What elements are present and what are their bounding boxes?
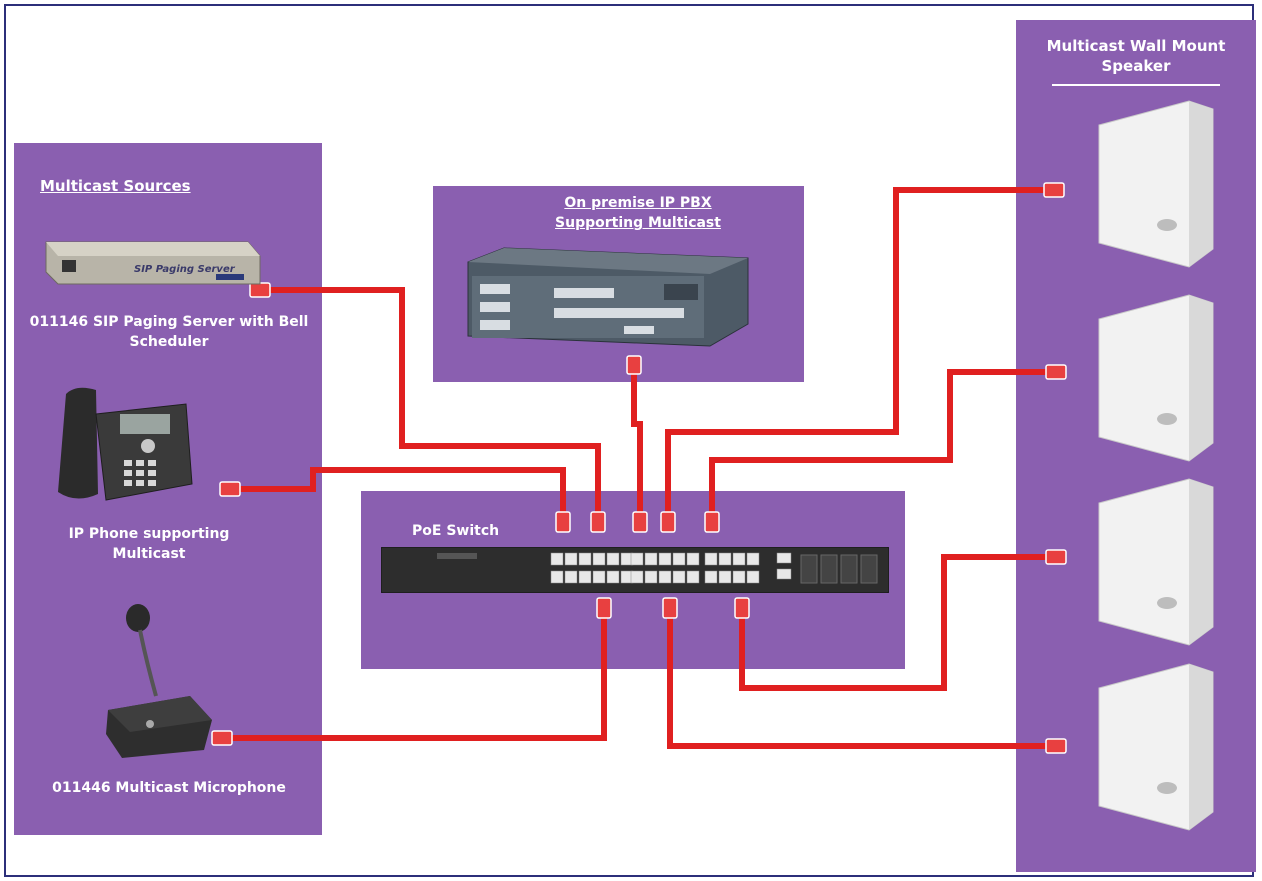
cable-pbx-switch xyxy=(631,370,643,512)
speaker-1 xyxy=(1098,100,1214,268)
cable-phone-switch xyxy=(235,467,566,512)
cable-server-switch xyxy=(270,287,601,512)
microphone-label: 011446 Multicast Microphone xyxy=(52,780,286,796)
connector xyxy=(596,597,612,619)
connector xyxy=(590,511,606,533)
connector xyxy=(1043,182,1065,198)
connector xyxy=(1045,738,1067,754)
sip-paging-server-label: 011146 SIP Paging Server with Bell Sched… xyxy=(29,314,309,350)
cable-speaker1-switch xyxy=(665,187,1048,512)
connector xyxy=(219,481,241,497)
speaker-3 xyxy=(1098,478,1214,646)
connector xyxy=(555,511,571,533)
connector xyxy=(660,511,676,533)
ip-phone-image xyxy=(58,387,193,501)
connector xyxy=(704,511,720,533)
ip-pbx-image xyxy=(467,247,749,347)
connector xyxy=(734,597,750,619)
connector xyxy=(1045,549,1067,565)
speaker-2 xyxy=(1098,294,1214,462)
speakers-heading: Multicast Wall Mount Speaker xyxy=(1046,37,1226,75)
connector xyxy=(662,597,678,619)
cable-speaker3-switch xyxy=(739,554,1050,691)
connector xyxy=(1045,364,1067,380)
sources-heading: Multicast Sources xyxy=(40,177,191,195)
connector xyxy=(626,355,642,375)
multicast-microphone-image xyxy=(106,604,212,758)
ip-phone-label: IP Phone supporting Multicast xyxy=(68,526,230,562)
cable-speaker4-switch xyxy=(667,618,1050,749)
svg-text:SIP Paging Server: SIP Paging Server xyxy=(134,264,236,275)
speaker-4 xyxy=(1098,663,1214,831)
cable-speaker2-switch xyxy=(709,369,1050,512)
sip-paging-server-image: SIP Paging Server xyxy=(45,241,261,285)
cable-mic-switch xyxy=(230,618,607,741)
poe-switch-label: PoE Switch xyxy=(412,523,500,539)
connector xyxy=(632,511,648,533)
connector xyxy=(211,730,233,746)
speakers-heading-underline xyxy=(1052,84,1220,86)
poe-switch-image xyxy=(381,547,889,593)
pbx-heading: On premise IP PBX Supporting Multicast xyxy=(555,195,721,231)
